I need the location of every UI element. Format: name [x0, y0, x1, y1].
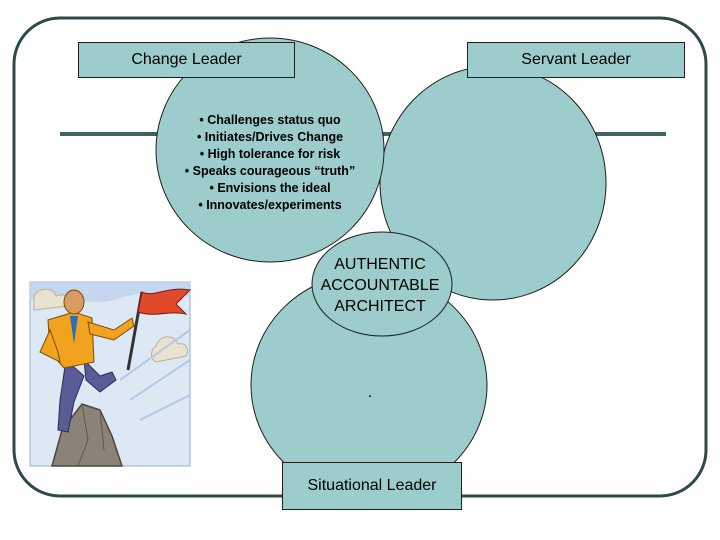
center-circle	[311, 231, 453, 337]
trait-item: Challenges status quo	[160, 112, 380, 129]
trait-item: Innovates/experiments	[160, 197, 380, 214]
trait-item: Speaks courageous “truth”	[160, 163, 380, 180]
center-intersection-text: AUTHENTIC ACCOUNTABLE ARCHITECT	[305, 254, 455, 317]
trait-item: Envisions the ideal	[160, 180, 380, 197]
situational-leader-content: .	[367, 384, 373, 401]
climber-with-flag-icon	[29, 281, 192, 467]
center-line-authentic: AUTHENTIC	[334, 256, 426, 273]
center-line-architect: ARCHITECT	[334, 298, 426, 315]
change-leader-label: Change Leader	[78, 42, 295, 78]
situational-leader-label: Situational Leader	[282, 462, 462, 510]
change-leader-traits: Challenges status quo Initiates/Drives C…	[160, 112, 380, 214]
center-line-accountable: ACCOUNTABLE	[320, 277, 440, 294]
trait-item: High tolerance for risk	[160, 146, 380, 163]
trait-item: Initiates/Drives Change	[160, 129, 380, 146]
servant-leader-label: Servant Leader	[467, 42, 685, 78]
